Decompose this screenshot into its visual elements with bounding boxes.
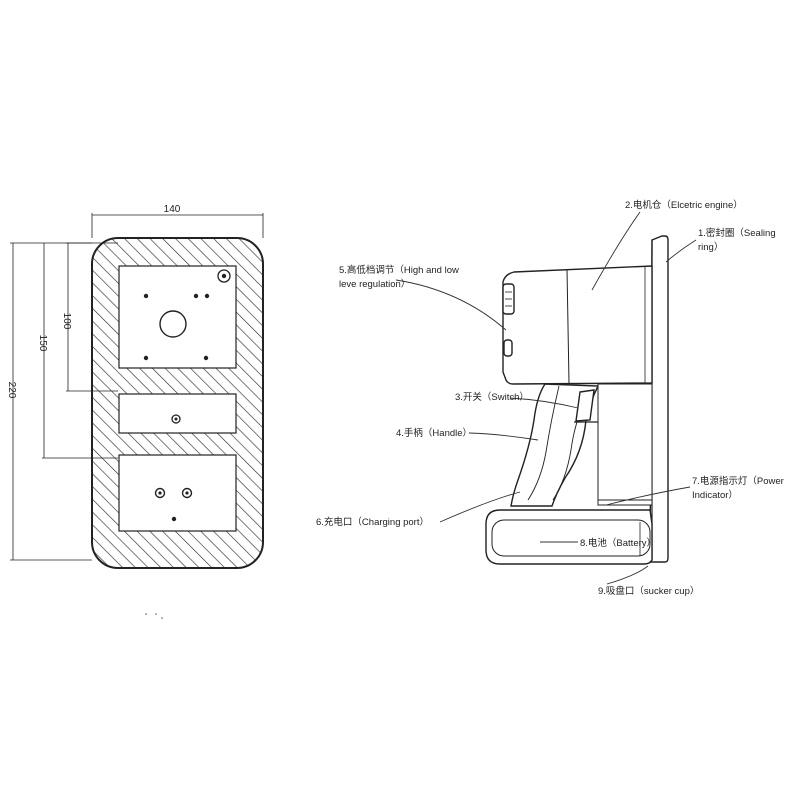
front-lower-panel	[118, 454, 237, 532]
screw-hole-icon	[204, 293, 210, 299]
small-hole-icon	[171, 516, 177, 522]
callout-speed-regulation: 5.高低档调节（High and low leve regulation）	[339, 264, 462, 290]
dimension-width: 140	[91, 204, 264, 238]
dimension-height-upper-label: 100	[61, 313, 72, 330]
callout-leaders	[395, 211, 697, 585]
front-middle-panel	[118, 393, 237, 434]
switch-trigger	[575, 389, 595, 422]
side-view	[485, 235, 669, 565]
mount-hole-icon	[159, 310, 187, 338]
callout-sealing-ring: 1.密封圈（Sealing ring）	[698, 227, 778, 253]
callout-sucker-cup: 9.吸盘口（sucker cup）	[598, 585, 699, 597]
callout-electric-engine: 2.电机仓（Elcetric engine）	[625, 199, 743, 211]
dimension-height-total: 220	[6, 242, 92, 561]
dimension-height-total-label: 220	[6, 382, 17, 399]
callout-battery: 8.电池（Battery）	[580, 537, 656, 549]
screw-hole-icon	[203, 355, 209, 361]
callout-power-indicator: 7.电源指示灯（Power Indicator）	[692, 475, 787, 501]
front-view: 140 100 150 220	[6, 204, 264, 619]
callout-switch: 3.开关（Switch）	[455, 391, 529, 403]
sealing-ring-plate	[649, 235, 669, 563]
dimension-height-middle-label: 150	[37, 335, 48, 352]
screw-hole-icon	[143, 355, 149, 361]
callout-charging-port: 6.充电口（Charging port）	[316, 516, 429, 528]
screw-hole-icon	[143, 293, 149, 299]
callout-handle: 4.手柄（Handle）	[396, 427, 472, 439]
callout-labels: 1.密封圈（Sealing ring） 2.电机仓（Elcetric engin…	[316, 199, 787, 597]
dimension-width-label: 140	[164, 204, 181, 215]
dimension-height-middle: 150	[37, 242, 118, 459]
screw-hole-icon	[193, 293, 199, 299]
motor-housing	[502, 265, 653, 385]
